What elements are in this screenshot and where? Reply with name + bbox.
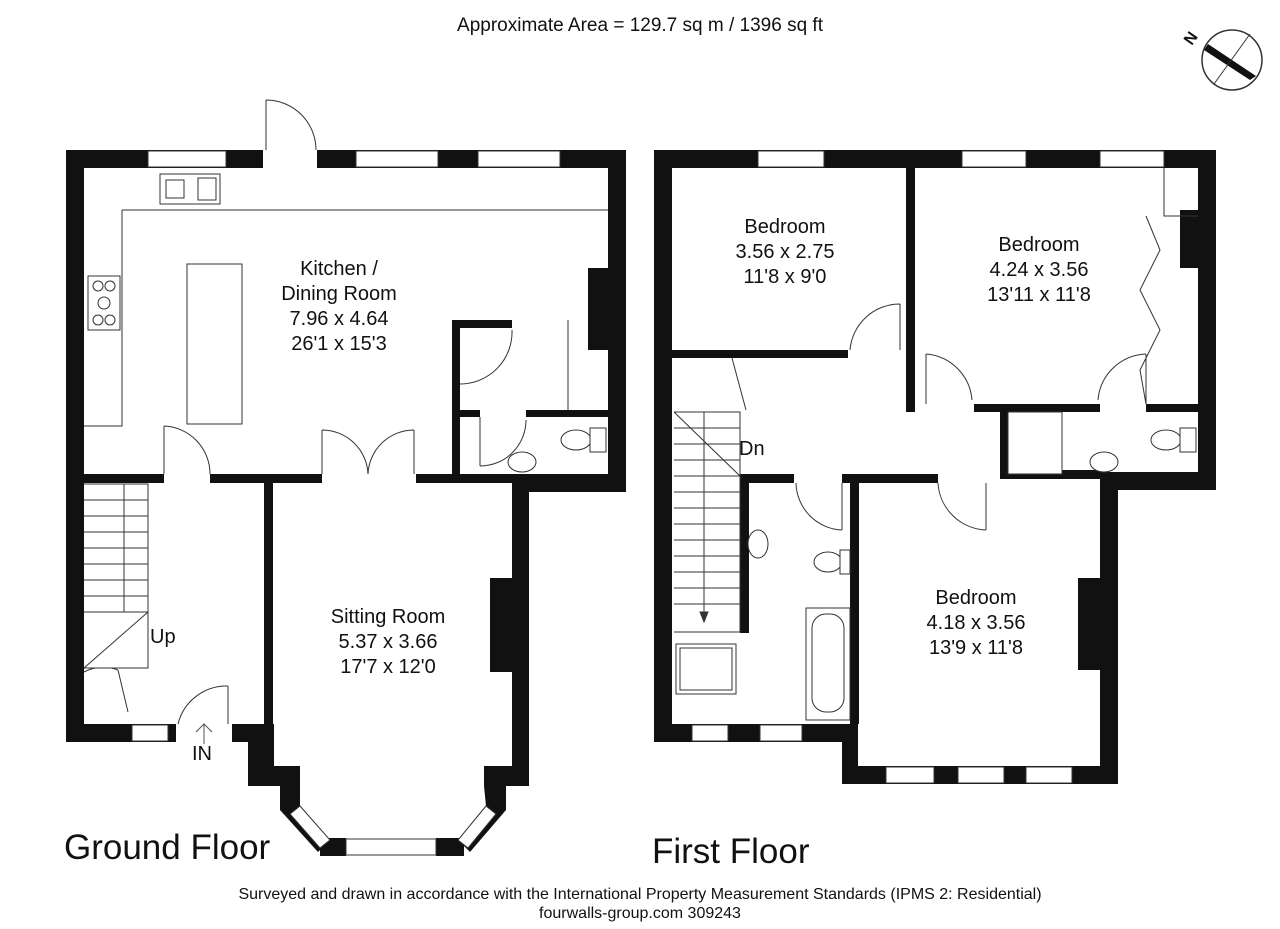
room-name: Bedroom <box>998 234 1080 256</box>
windows <box>131 150 1165 856</box>
ground-floor-title: Ground Floor <box>64 828 271 867</box>
room-name: Sitting Room <box>330 606 446 628</box>
stairs-up-label: Up <box>150 626 176 648</box>
room-bedroom-3: Bedroom 4.18 x 3.56 13'9 x 11'8 <box>927 586 1026 661</box>
room-bedroom-1: Bedroom 3.56 x 2.75 11'8 x 9'0 <box>736 215 835 290</box>
room-dimensions-imperial: 13'11 x 11'8 <box>987 284 1091 306</box>
approximate-area: Approximate Area = 129.7 sq m / 1396 sq … <box>457 15 823 36</box>
compass-icon <box>1201 29 1263 91</box>
room-dimensions-imperial: 13'9 x 11'8 <box>928 637 1023 659</box>
room-name: Bedroom <box>935 587 1017 609</box>
room-dimensions-metric: 4.18 x 3.56 <box>926 612 1026 634</box>
room-sitting: Sitting Room 5.37 x 3.66 17'7 x 12'0 <box>331 605 446 680</box>
room-dimensions-metric: 4.24 x 3.56 <box>989 259 1089 281</box>
entrance-arrow-icon <box>195 722 213 744</box>
room-dimensions-metric: 3.56 x 2.75 <box>735 241 835 263</box>
room-dimensions-metric: 5.37 x 3.66 <box>338 631 438 653</box>
survey-note: Surveyed and drawn in accordance with th… <box>238 886 1042 903</box>
room-name: Kitchen / <box>300 258 378 280</box>
reference-code: fourwalls-group.com 309243 <box>539 905 741 922</box>
room-dimensions-metric: 7.96 x 4.64 <box>289 308 389 330</box>
door-swings <box>83 99 1198 725</box>
room-bedroom-2: Bedroom 4.24 x 3.56 13'11 x 11'8 <box>987 233 1091 308</box>
first-floor-title: First Floor <box>652 832 810 871</box>
room-dimensions-imperial: 17'7 x 12'0 <box>340 656 436 678</box>
room-name: Bedroom <box>744 216 826 238</box>
entrance-label: IN <box>192 743 212 765</box>
fixtures <box>83 173 1197 721</box>
room-dimensions-imperial: 11'8 x 9'0 <box>743 266 827 288</box>
room-kitchen: Kitchen / Dining Room 7.96 x 4.64 26'1 x… <box>281 257 397 357</box>
room-name: Dining Room <box>281 283 397 305</box>
room-dimensions-imperial: 26'1 x 15'3 <box>291 333 387 355</box>
stairs-down-label: Dn <box>739 438 765 460</box>
